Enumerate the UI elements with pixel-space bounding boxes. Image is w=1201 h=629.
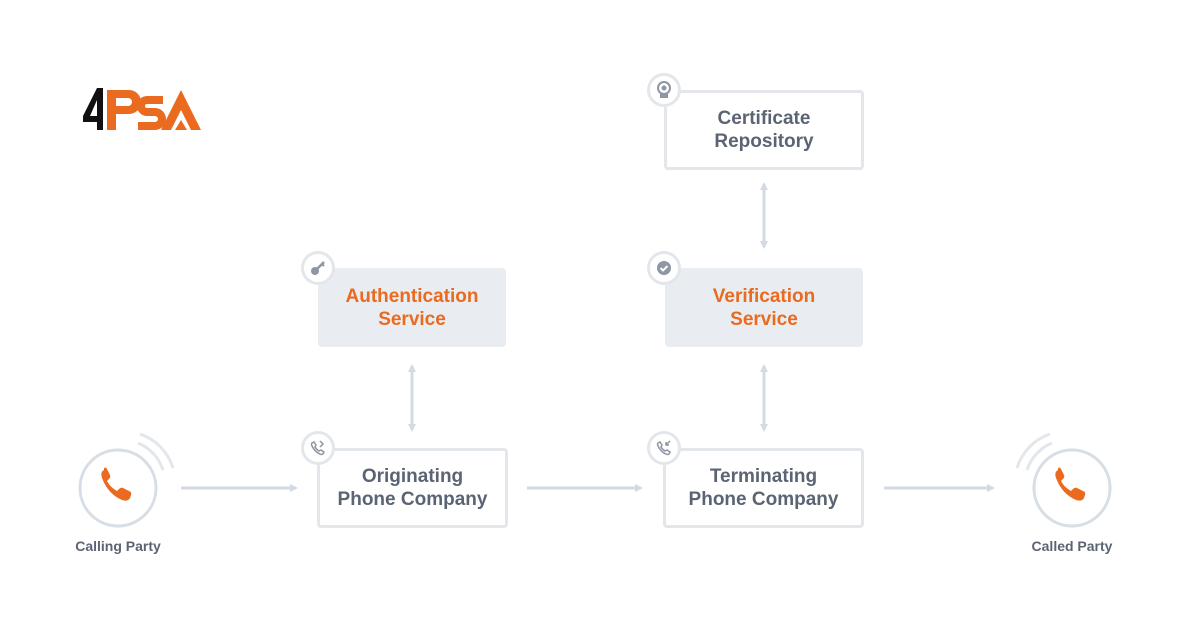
node-label: Certificate	[717, 108, 811, 129]
phone-icon	[1055, 467, 1086, 501]
key-icon	[301, 251, 335, 285]
node-label: Service	[378, 308, 446, 330]
incoming-call-icon	[647, 431, 681, 465]
4psa-logo	[83, 86, 203, 137]
called-party-circle	[1015, 432, 1112, 528]
node-label: Verification	[712, 285, 816, 307]
node-label: Repository	[714, 131, 814, 152]
node-label: Phone Company	[688, 489, 839, 510]
node-label: Service	[730, 308, 798, 330]
called-party-label: Called Party	[1031, 538, 1113, 554]
certificate-icon	[647, 73, 681, 107]
calling-party-label: Calling Party	[75, 538, 161, 554]
outgoing-call-icon	[301, 431, 335, 465]
calling-party-circle	[78, 432, 175, 528]
node-label: Terminating	[709, 466, 818, 487]
node-label: Originating	[361, 466, 464, 487]
node-label: Authentication	[345, 285, 479, 307]
check-icon	[647, 251, 681, 285]
node-label: Phone Company	[337, 489, 488, 510]
phone-icon	[101, 467, 132, 501]
